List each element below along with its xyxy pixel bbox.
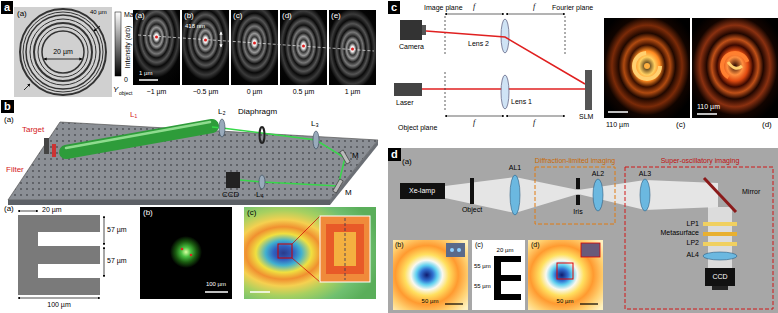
figure-label: 0 µm [247,88,263,96]
figure-label: 0.5 µm [293,88,315,96]
figure-label: (d) [762,121,772,130]
figure-label: 50 µm [557,298,574,305]
figure-label: 57 µm [107,226,127,234]
figure-label: Object [462,206,482,214]
figure-label: L₃ [311,120,319,129]
figure-label: 100 µm [206,281,226,288]
figure-label: 57 µm [107,257,127,265]
figure-label: AL4 [687,251,699,259]
figure-label: (b) [184,12,194,21]
figure-label: L₁ [130,111,137,120]
figure-label: (d) [531,241,540,249]
figure-label: (a) [4,116,14,125]
figure-label: Filter [6,166,24,175]
figure-label: Y [113,86,118,95]
figure-label: Diffraction-limited imaging [535,157,615,165]
figure-label: (c) [475,241,483,249]
figure-label: Iris [573,208,582,216]
figure-label: f [473,3,475,12]
figure-label: object [119,91,132,97]
figure-label: 20 µm [42,206,62,214]
figure-label: −1 µm [147,88,167,96]
figure-label: f [473,119,475,128]
figure-label: M [352,152,359,161]
figure-label: (a) [135,12,145,21]
figure-label: 20 µm [52,48,74,56]
figure-label: (d) [282,12,292,21]
panel-letter: a [1,1,13,14]
figure-label: 55 µm [474,283,491,290]
figure-label: 55 µm [474,263,491,270]
figure-label: LP2 [687,239,699,247]
figure-label: LP1 [687,220,699,228]
panel-letter: c [388,1,400,14]
figure-label: Target [22,126,44,135]
figure-label: Diaphragm [238,108,277,117]
figure-label: (b) [143,209,153,218]
figure-label: f [533,119,535,128]
figure-label: L₂ [218,108,226,117]
figure-label: M [345,189,352,198]
figure-label: 110 µm [606,121,629,129]
figure-label: Intensity (arb) [124,26,132,69]
figure-label: 418 nm [185,23,205,30]
figure-label: Mirror [742,188,760,196]
figure-label: (a) [17,10,27,19]
figure-label: 50 µm [422,298,439,305]
figure-label: 40 µm [90,9,107,16]
figure-label: Lens 2 [468,40,489,48]
figure-label: (b) [395,241,404,249]
figure-label: AL1 [509,164,521,172]
figure-label: Xe-lamp [409,187,435,195]
figure-label: 100 µm [46,301,72,309]
figure-label: Object plane [398,124,437,132]
figure-label: Camera [399,43,424,51]
figure-label: Laser [396,99,414,107]
figure-label: L₄ [256,191,264,200]
figure-label: Image plane [424,4,463,12]
figure-label: Metasurface [660,229,699,237]
figure-label: 20 µm [497,247,514,254]
figure-label: 1 µm [345,88,361,96]
figure-label: AL3 [639,170,651,178]
figure-label: (c) [676,121,685,130]
figure-label: Fourier plane [552,4,593,12]
figure-label: SLM [579,113,593,121]
figure-label: 0 [124,76,128,84]
figure-label: (c) [247,209,256,218]
panel-letter: b [1,100,14,113]
figure-label: −0.5 µm [193,88,219,96]
figure-label: AL2 [592,170,604,178]
figure-label: (a) [402,158,412,167]
figure-label: 1 µm [139,70,152,77]
figure-label: CCD [222,191,239,200]
figure-label: f [533,3,535,12]
figure-label: (e) [331,12,341,21]
figure-label: CCD [712,273,727,281]
figure-label: (c) [233,12,242,21]
panel-letter: d [388,148,401,161]
figure-label: 110 µm [697,103,720,111]
figure-label: (a) [4,205,14,214]
figure-label: Super-oscillatory imaging [661,157,740,165]
figure-label: Lens 1 [511,98,532,106]
